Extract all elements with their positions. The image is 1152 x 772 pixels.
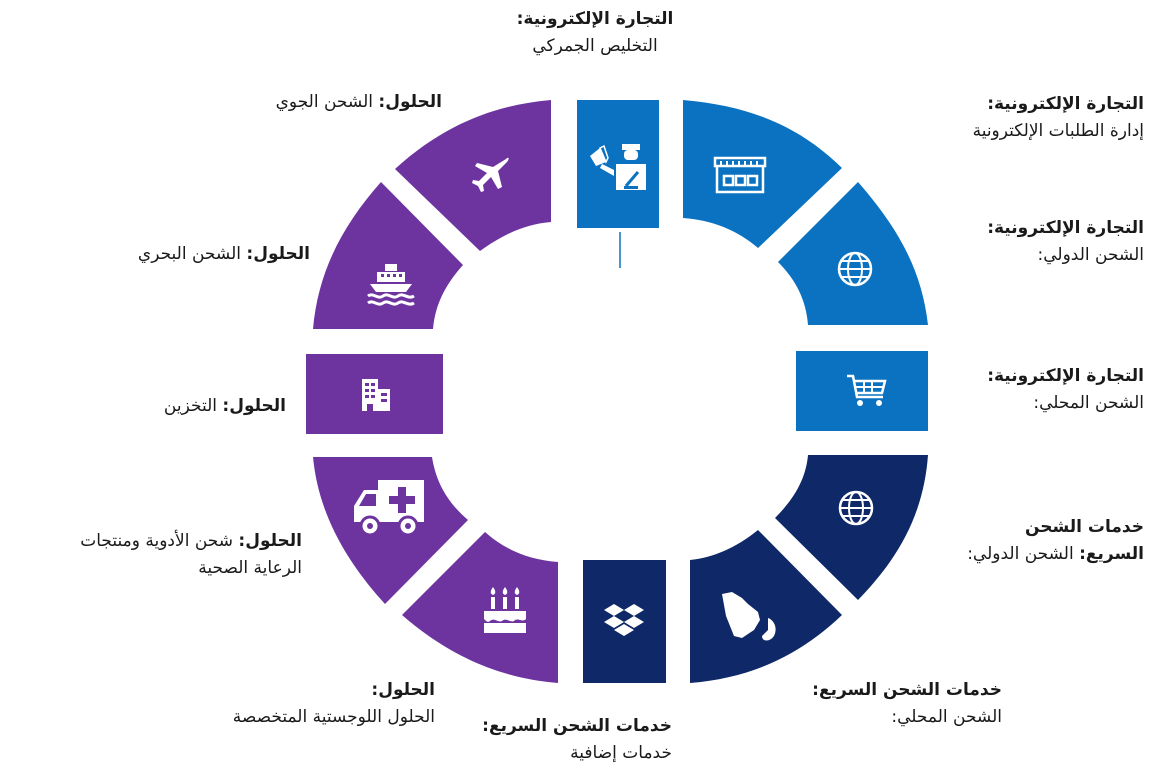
label-storage: الحلول: التخزين (60, 393, 286, 420)
segment-express-local[interactable] (690, 530, 842, 683)
label-sub: خدمات إضافية (570, 743, 672, 763)
label-sub: شحن الأدوية ومنتجات (80, 531, 233, 551)
label-sea: الحلول: الشحن البحري (40, 241, 310, 268)
segment-ecom-local[interactable] (796, 351, 928, 431)
label-sub2: الرعاية الصحية (198, 558, 302, 578)
segment-pharma[interactable] (313, 457, 468, 604)
label-sub: الحلول اللوجستية المتخصصة (232, 707, 435, 727)
label-title: التجارة الإلكترونية: (987, 218, 1144, 238)
label-express-intl: خدمات الشحن السريع: الشحن الدولي: (932, 514, 1144, 568)
ship-icon (367, 264, 415, 306)
customs-officer-icon (590, 144, 646, 190)
label-title: الحلول: (246, 244, 310, 264)
label-ecom-intl: التجارة الإلكترونية: الشحن الدولي: (862, 215, 1144, 269)
label-sub: التخليص الجمركي (532, 36, 658, 56)
label-pharma: الحلول: شحن الأدوية ومنتجات الرعاية الصح… (4, 528, 302, 582)
label-title: التجارة الإلكترونية: (987, 94, 1144, 114)
label-sub: الشحن الدولي: (967, 544, 1074, 564)
storefront-icon (713, 156, 767, 194)
label-title: الحلول: (222, 396, 286, 416)
label-sub: الشحن الجوي (275, 92, 373, 112)
label-customs: التجارة الإلكترونية: التخليص الجمركي (470, 6, 720, 60)
globe-icon (838, 490, 874, 526)
building-icon (362, 379, 390, 411)
birthday-cake-icon (484, 587, 526, 633)
saudi-map-icon (722, 592, 776, 641)
label-specialized: الحلول: الحلول اللوجستية المتخصصة (150, 677, 435, 731)
segment-specialized[interactable] (402, 532, 558, 683)
segment-express-extra[interactable] (583, 560, 666, 683)
label-title: التجارة الإلكترونية: (516, 9, 674, 29)
label-sub: إدارة الطلبات الإلكترونية (972, 121, 1144, 141)
airplane-icon (472, 157, 509, 192)
label-express-local: خدمات الشحن السريع: الشحن المحلي: (782, 677, 1002, 731)
label-eorders: التجارة الإلكترونية: إدارة الطلبات الإلك… (862, 91, 1144, 145)
segment-express-intl[interactable] (775, 455, 928, 600)
segment-air[interactable] (395, 100, 551, 251)
label-title: التجارة الإلكترونية: (987, 366, 1144, 386)
label-title: خدمات الشحن السريع: (812, 680, 1002, 700)
label-sub-bold: السريع: (1079, 544, 1144, 564)
label-title: خدمات الشحن السريع: (482, 716, 672, 736)
globe-icon (837, 251, 873, 287)
label-ecom-local: التجارة الإلكترونية: الشحن المحلي: (862, 363, 1144, 417)
label-title: الحلول: (378, 92, 442, 112)
label-express-extra: خدمات الشحن السريع: خدمات إضافية (450, 713, 672, 767)
label-sub: الشحن البحري (137, 244, 241, 264)
label-title: خدمات الشحن (1024, 517, 1144, 537)
label-sub: الشحن المحلي: (1033, 393, 1144, 413)
label-sub: الشحن المحلي: (891, 707, 1002, 727)
label-air: الحلول: الشحن الجوي (170, 89, 442, 116)
label-title: الحلول: (238, 531, 302, 551)
ambulance-icon (354, 480, 424, 537)
label-sub: التخزين (163, 396, 217, 416)
shopping-cart-icon (847, 374, 887, 406)
label-sub: الشحن الدولي: (1037, 245, 1145, 265)
segment-sea[interactable] (313, 182, 463, 329)
label-title: الحلول: (371, 680, 435, 700)
dropbox-icon (604, 604, 644, 636)
